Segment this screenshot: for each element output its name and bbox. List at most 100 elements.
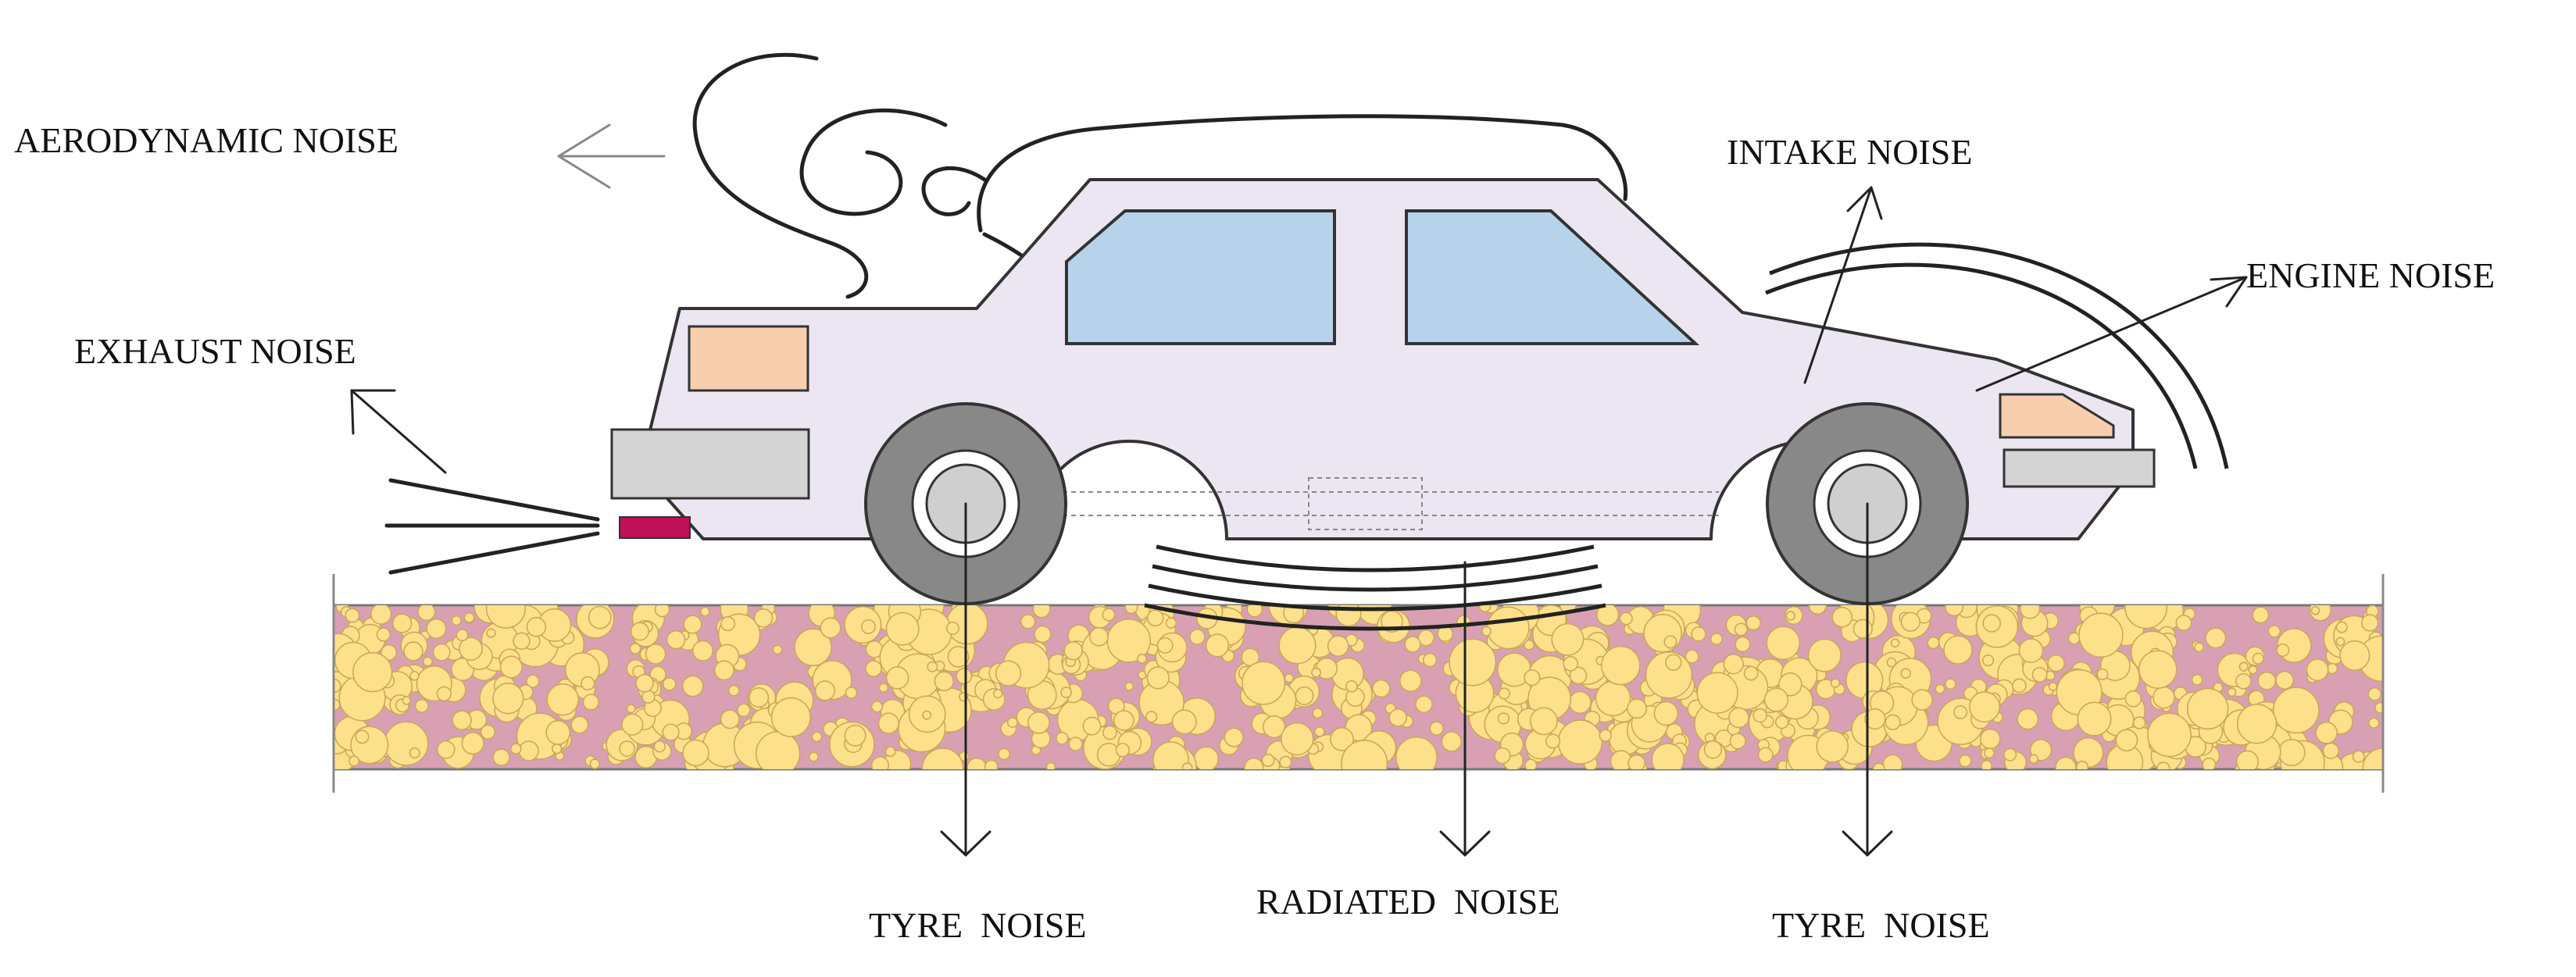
aggregate-stone — [934, 671, 955, 692]
label-intake-noise: INTAKE NOISE — [1727, 132, 1972, 172]
radiated-noise-waves — [1144, 544, 1606, 631]
aggregate-stone — [1890, 638, 1900, 648]
aggregate-stone — [2362, 747, 2383, 769]
aggregate-stone — [1437, 626, 1454, 642]
aggregate-stone — [345, 608, 360, 623]
aggregate-stone — [551, 743, 563, 754]
aggregate-stone — [2278, 739, 2306, 767]
aggregate-stone — [1595, 680, 1631, 717]
aggregate-stone — [1263, 715, 1286, 739]
aggregate-stone — [1785, 611, 1795, 621]
aggregate-stone — [402, 696, 412, 705]
aggregate-stone — [884, 746, 896, 758]
aggregate-stone — [392, 613, 413, 633]
sound-wave-icon — [1765, 242, 2229, 469]
label-tyre-noise-right: TYRE NOISE — [1772, 905, 1990, 945]
aggregate-stone — [877, 712, 900, 734]
aggregate-stone — [1778, 672, 1802, 697]
aggregate-stone — [1529, 707, 1558, 736]
exhaust-noise-lines — [384, 478, 600, 575]
aggregate-stone — [2322, 742, 2339, 760]
aggregate-stone — [1441, 731, 1463, 752]
aggregate-stone — [1404, 636, 1421, 653]
aggregate-stone — [1399, 669, 1422, 693]
aggregate-stone — [1886, 657, 1897, 668]
aggregate-stone — [403, 641, 423, 661]
aggregate-stone — [683, 615, 702, 634]
aggregate-stone — [1283, 605, 1305, 624]
aggregate-stone — [526, 617, 547, 637]
aggregate-stone — [1945, 678, 1956, 690]
aggregate-stone — [921, 747, 964, 769]
aggregate-stone — [814, 680, 836, 701]
aggregate-stone — [1651, 743, 1685, 769]
aggregate-stone — [2075, 761, 2089, 769]
aggregate-stone — [1980, 728, 2001, 750]
aggregate-stone — [1279, 755, 1292, 768]
aggregate-stone — [526, 674, 540, 689]
aggregate-stone — [645, 644, 666, 665]
aggregate-stone — [2306, 658, 2329, 682]
aggregate-stone — [2275, 671, 2295, 690]
aggregate-stone — [1807, 638, 1842, 672]
aggregate-stone — [1486, 606, 1530, 650]
aggregate-stone — [1193, 746, 1220, 769]
aggregate-stone — [2156, 761, 2170, 769]
aggregate-stone — [589, 758, 601, 769]
aggregate-stone — [1766, 626, 1801, 661]
aggregate-stone — [436, 686, 452, 702]
aggregate-stone — [922, 710, 932, 720]
aggregate-stone — [1808, 605, 1827, 615]
aggregate-stone — [456, 629, 469, 642]
aggregate-stone — [2368, 717, 2380, 729]
aggregate-stone — [1601, 645, 1641, 686]
aggregate-stone — [1284, 673, 1294, 683]
aggregate-stone — [463, 612, 475, 623]
aggregate-stone — [1146, 666, 1170, 690]
aggregate-stone — [1311, 667, 1321, 678]
aggregate-stone — [1395, 736, 1438, 769]
aggregate-stone — [432, 643, 451, 661]
aggregate-stone — [2153, 686, 2175, 709]
aggregate-stone — [1171, 709, 1197, 735]
aggregate-stone — [2194, 642, 2204, 653]
aggregate-stone — [2310, 606, 2321, 615]
aggregate-stone — [1113, 710, 1134, 731]
aggregate-stone — [1723, 654, 1744, 675]
aggregate-stone — [492, 748, 510, 766]
car — [610, 178, 2156, 605]
aggregate-stone — [1728, 707, 1749, 729]
aggregate-stone — [727, 684, 740, 697]
aggregate-stone — [2132, 716, 2146, 729]
aggregate-stone — [1935, 683, 1945, 694]
aggregate-stone — [621, 713, 644, 736]
aggregate-stone — [1145, 711, 1158, 723]
aggregate-stone — [1685, 649, 1699, 664]
aggregate-stone — [1224, 727, 1244, 747]
aggregate-stone — [1710, 633, 1723, 646]
aggregate-stone — [570, 715, 589, 734]
aggregate-stone — [2374, 701, 2383, 714]
aggregate-stone — [2096, 668, 2109, 681]
aggregate-stone — [2020, 605, 2041, 619]
aggregate-stone — [2017, 708, 2039, 730]
aggregate-stone — [1388, 708, 1408, 727]
aggregate-stone — [2018, 638, 2044, 663]
aggregate-stone — [1006, 717, 1018, 729]
aggregate-stone — [865, 660, 882, 677]
aggregate-stone — [1020, 614, 1036, 629]
exhaust-pipe — [619, 516, 691, 539]
aggregate-stone — [630, 622, 649, 641]
label-radiated-noise: RADIATED NOISE — [1256, 882, 1560, 922]
aggregate-stone — [2124, 690, 2142, 708]
aggregate-stone — [1599, 729, 1612, 742]
aggregate-stone — [1422, 652, 1438, 668]
aggregate-stone — [1831, 606, 1853, 628]
aggregate-stone — [626, 704, 636, 714]
aggregate-stone — [1545, 733, 1561, 749]
aggregate-stone — [2028, 754, 2039, 764]
aggregate-stone — [1330, 727, 1354, 751]
aggregate-stone — [2003, 747, 2017, 761]
aggregate-stone — [1429, 721, 1444, 736]
